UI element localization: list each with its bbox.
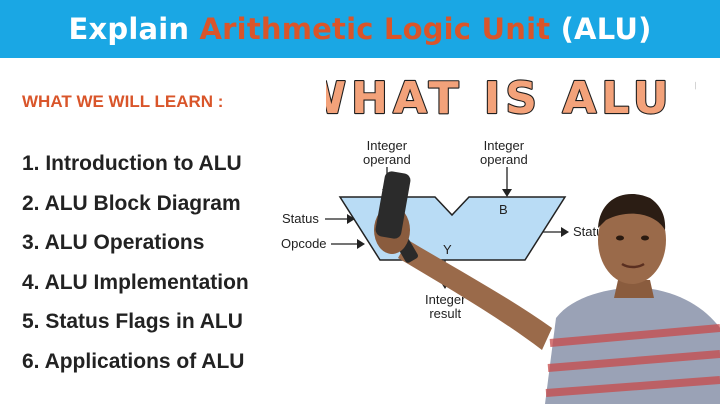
port-b-label: B: [499, 202, 508, 217]
presenter-photo: [374, 171, 720, 404]
learn-heading: WHAT WE WILL LEARN :: [22, 92, 224, 111]
arrow-icon: [347, 214, 355, 224]
input-a-line2: operand: [363, 152, 411, 167]
topic-item: 1. Introduction to ALU: [22, 152, 242, 175]
title-banner: Explain Arithmetic Logic Unit (ALU): [0, 0, 720, 58]
title-accent: Arithmetic Logic Unit: [199, 12, 551, 46]
eye-icon: [616, 235, 624, 241]
input-b-label: Integer operand: [480, 139, 528, 167]
status-in-label: Status: [282, 211, 319, 226]
presenter-shirt: [545, 287, 720, 404]
what-is-alu-headline: WHAT IS ALU ?: [326, 72, 696, 125]
topic-item: 5. Status Flags in ALU: [22, 310, 243, 333]
topic-list: 1. Introduction to ALU 2. ALU Block Diag…: [22, 148, 249, 385]
topic-item: 2. ALU Block Diagram: [22, 191, 241, 215]
presenter-mouth: [621, 262, 645, 269]
topic-item: 6. Applications of ALU: [22, 349, 245, 373]
result-line1: Integer: [425, 292, 466, 307]
arrow-icon: [561, 227, 569, 237]
presenter-arm: [398, 240, 552, 350]
headline-text: WHAT IS ALU ?: [326, 73, 696, 124]
opcode-label: Opcode: [281, 236, 327, 251]
input-b-line2: operand: [480, 152, 528, 167]
title-suffix: (ALU): [550, 12, 652, 46]
presenter-neck: [614, 280, 654, 298]
handheld-device: [375, 171, 411, 239]
port-y-label: Y: [443, 242, 452, 257]
topic-item: 4. ALU Implementation: [22, 270, 249, 294]
topic-item: 3. ALU Operations: [22, 231, 205, 254]
shirt-stripes: [545, 324, 720, 397]
input-a-line1: Integer: [366, 138, 408, 153]
presenter-head: [598, 196, 666, 284]
eye-icon: [641, 235, 649, 241]
input-a-label: Integer operand: [363, 139, 411, 167]
result-line2: result: [429, 306, 462, 321]
input-b-line1: Integer: [483, 138, 525, 153]
result-label: Integer result: [425, 293, 465, 321]
title-prefix: Explain: [68, 12, 200, 46]
arrow-icon: [357, 239, 365, 249]
arrow-icon: [502, 189, 512, 197]
video-title: Explain Arithmetic Logic Unit (ALU): [68, 12, 651, 46]
presenter-hair: [598, 193, 666, 230]
